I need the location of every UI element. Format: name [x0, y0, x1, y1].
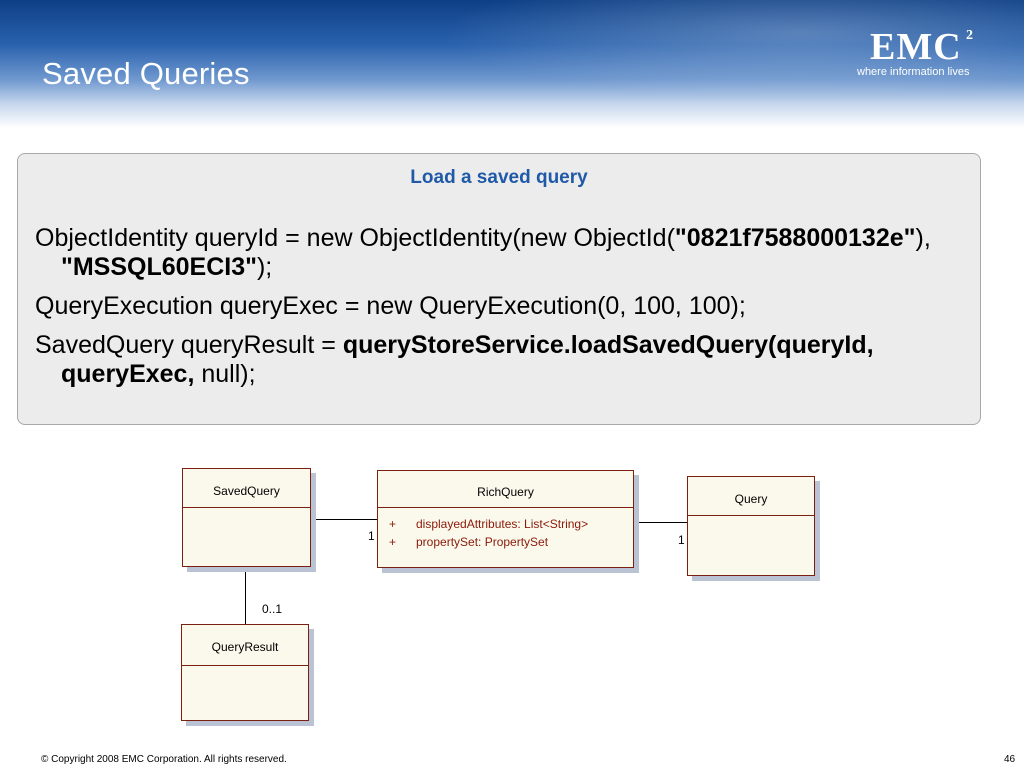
class-divider [183, 507, 310, 508]
class-richquery: RichQuery [377, 470, 634, 568]
code-block: ObjectIdentity queryId = new ObjectIdent… [35, 224, 965, 399]
association-savedquery-richquery [311, 519, 377, 520]
header-sheen [380, 0, 1024, 110]
association-richquery-query [634, 522, 687, 523]
class-query: Query [687, 476, 815, 576]
page-number: 46 [1004, 754, 1016, 765]
class-divider [688, 515, 814, 516]
code-line-object-identity: ObjectIdentity queryId = new ObjectIdent… [35, 224, 965, 282]
code-line-saved-query: SavedQuery queryResult = queryStoreServi… [35, 331, 965, 389]
code-repository-literal: "MSSQL60ECI3" [61, 253, 257, 281]
class-queryresult: QueryResult [181, 624, 309, 721]
class-name: QueryResult [211, 640, 279, 654]
class-divider [182, 665, 308, 666]
association-savedquery-queryresult [245, 567, 246, 624]
attribute-property-set: propertySet: PropertySet [416, 535, 549, 549]
header-banner: Saved Queries EMC 2 where information li… [0, 0, 1024, 128]
emc-logo: EMC 2 where information lives [850, 26, 1000, 86]
logo-tagline: where information lives [857, 66, 970, 78]
panel-heading: Load a saved query [410, 167, 588, 188]
code-panel: Load a saved query ObjectIdentity queryI… [17, 153, 981, 425]
code-text: ), [915, 224, 931, 252]
class-divider [378, 507, 633, 508]
code-text: ); [256, 253, 273, 281]
code-object-id-literal: "0821f7588000132e" [674, 224, 916, 252]
multiplicity-richquery: 1 [368, 529, 375, 543]
class-name: RichQuery [477, 485, 534, 499]
multiplicity-queryresult: 0..1 [262, 602, 283, 616]
code-text: ObjectIdentity queryId = new ObjectIdent… [35, 224, 675, 252]
attribute-displayed-attributes: displayedAttributes: List<String> [416, 517, 589, 531]
class-savedquery: SavedQuery [182, 468, 311, 567]
class-name: Query [734, 492, 768, 506]
copyright-footer: © Copyright 2008 EMC Corporation. All ri… [41, 754, 287, 765]
code-load-call: queryStoreService.loadSavedQuery(queryId… [61, 331, 874, 388]
attribute-visibility: + [389, 535, 397, 549]
code-text: null); [194, 360, 256, 388]
logo-superscript: 2 [966, 28, 973, 43]
code-text: SavedQuery queryResult = [35, 331, 343, 359]
code-line-query-execution: QueryExecution queryExec = new QueryExec… [35, 292, 746, 320]
multiplicity-query: 1 [678, 533, 685, 547]
attribute-visibility: + [389, 517, 397, 531]
class-name: SavedQuery [213, 484, 280, 498]
page-title: Saved Queries [42, 56, 250, 91]
logo-word: EMC [870, 26, 962, 68]
